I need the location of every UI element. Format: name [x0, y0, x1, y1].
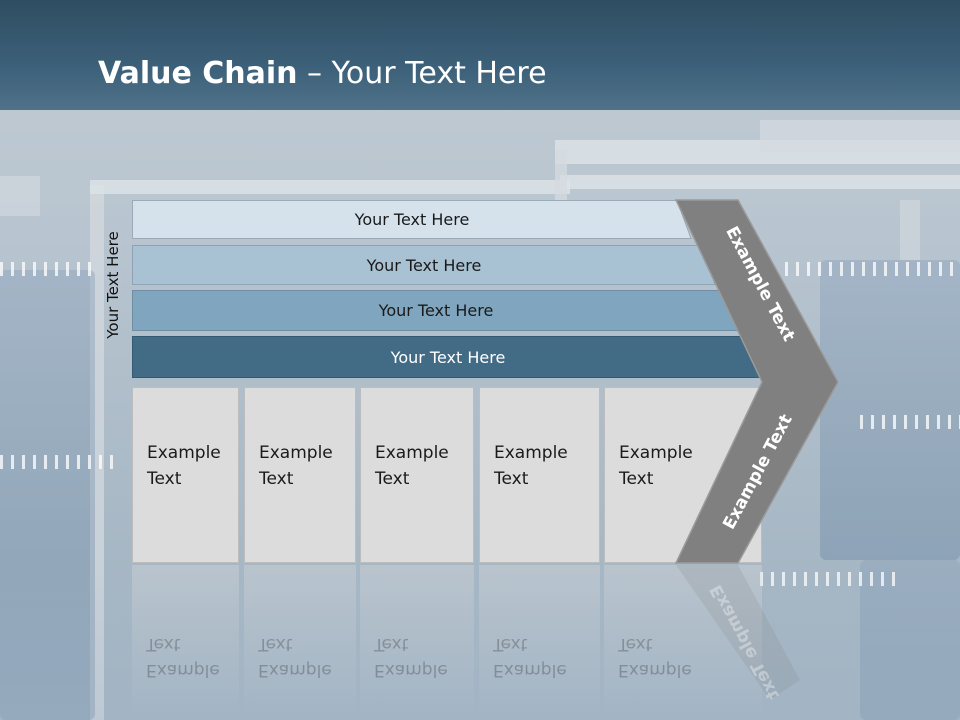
cell-4-line1: Example	[494, 443, 568, 463]
cell-2: Example Text	[244, 387, 356, 563]
cell-2-line2: Text	[259, 469, 294, 489]
row-label-4: Your Text Here	[390, 347, 506, 367]
row-shape-2	[132, 245, 716, 285]
row-label-3: Your Text Here	[378, 301, 494, 320]
cell-5-line2: Text	[619, 469, 654, 489]
cell-1-line2: Text	[147, 469, 182, 489]
cell-3: Example Text	[360, 387, 474, 563]
cell-3-line2: Text	[375, 469, 410, 489]
row-bar-1: Your Text Here	[132, 200, 692, 239]
title-bold: Value Chain	[98, 56, 298, 91]
header-bar	[0, 0, 960, 110]
cell-1-line1: Example	[147, 443, 221, 463]
chevron-shape	[674, 199, 839, 564]
slide-title: Value Chain – Your Text Here	[98, 52, 547, 96]
cell-4-line2: Text	[494, 469, 529, 489]
cell-3-line1: Example	[375, 443, 449, 463]
cell-1: Example Text	[132, 387, 239, 563]
floor-reflection	[0, 560, 960, 720]
cell-5-line1: Example	[619, 443, 693, 463]
row-shape-1	[132, 200, 692, 239]
row-bar-2: Your Text Here	[132, 245, 716, 285]
row-polygon-1	[132, 200, 692, 239]
row-label-2: Your Text Here	[366, 255, 482, 275]
cell-4: Example Text	[479, 387, 600, 563]
title-rest: – Your Text Here	[297, 56, 547, 91]
row-label-1: Your Text Here	[354, 210, 470, 229]
cell-2-line1: Example	[259, 443, 333, 463]
row-polygon-2	[132, 245, 716, 285]
chevron-reflection	[676, 565, 800, 700]
